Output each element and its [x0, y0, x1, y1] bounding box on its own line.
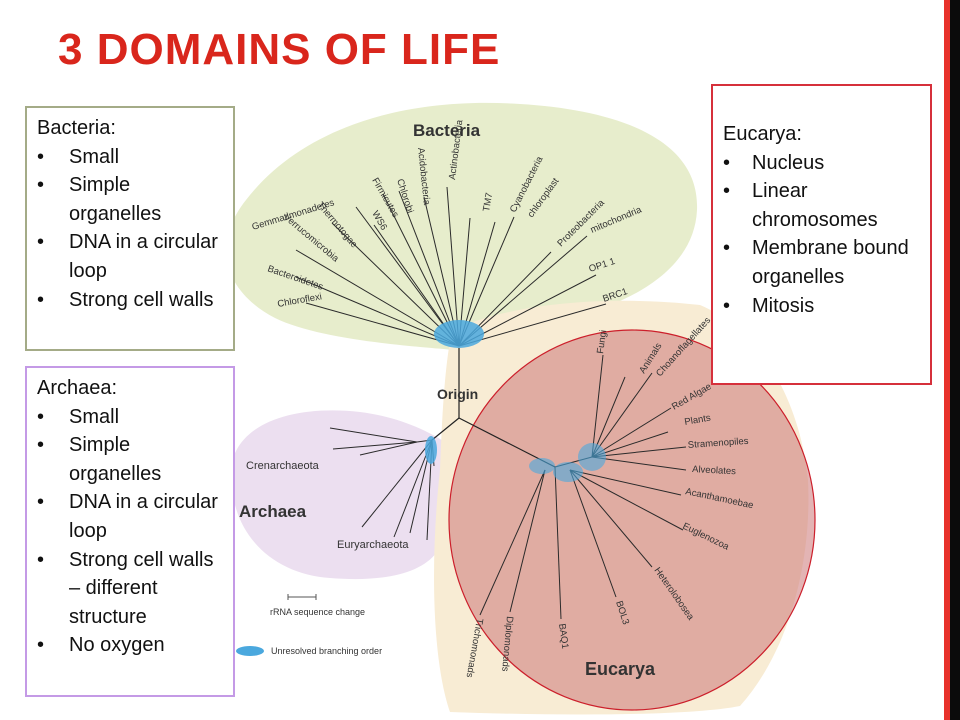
archaea-unresolved-node	[425, 436, 437, 464]
eucarya-highlight-circle	[448, 329, 816, 711]
eucarya-taxon-label: Alveolates	[692, 464, 737, 477]
eucarya-taxon-label: Diplomonads	[499, 616, 515, 672]
eucarya-traits-box: Eucarya: Nucleus Linear chromosomes Memb…	[711, 84, 932, 385]
archaea-traits-list: Small Simple organelles DNA in a circula…	[37, 403, 225, 660]
bacteria-trait-item: Strong cell walls	[37, 286, 225, 315]
bacteria-traits-heading: Bacteria:	[37, 117, 116, 139]
origin-label: Origin	[437, 386, 478, 402]
archaea-trait-item: DNA in a circular loop	[37, 488, 225, 545]
unresolved-legend-marker	[236, 646, 264, 656]
archaea-domain-title: Archaea	[239, 502, 307, 521]
bacteria-traits-box: Bacteria: Small Simple organelles DNA in…	[25, 106, 235, 351]
side-accent-bar-black	[950, 0, 960, 720]
eucarya-trait-item: Nucleus	[723, 149, 922, 178]
eucarya-trait-item: Mitosis	[723, 292, 922, 321]
archaea-trait-item: Simple organelles	[37, 431, 225, 488]
eucarya-taxon-label: BAQ1	[556, 623, 570, 650]
eucarya-traits-heading: Eucarya:	[723, 123, 802, 145]
archaea-taxon-label: Crenarchaeota	[246, 460, 320, 472]
archaea-taxon-label: Euryarchaeota	[337, 539, 409, 551]
eucarya-traits-list: Nucleus Linear chromosomes Membrane boun…	[723, 149, 922, 321]
slide-title: 3 DOMAINS OF LIFE	[58, 25, 501, 74]
bacteria-taxon-label: TM7	[481, 192, 495, 213]
eucarya-trait-item: Membrane bound organelles	[723, 234, 922, 291]
eucarya-taxon-label: Stramenopiles	[687, 436, 749, 451]
bacteria-region	[226, 102, 698, 351]
side-accent-bar-red	[944, 0, 950, 720]
archaea-trait-item: Strong cell walls – different structure	[37, 546, 225, 632]
bacteria-trait-item: Small	[37, 143, 225, 172]
unresolved-legend-label: Unresolved branching order	[271, 646, 382, 656]
archaea-trait-item: No oxygen	[37, 631, 225, 660]
archaea-region	[231, 410, 452, 580]
archaea-trait-item: Small	[37, 403, 225, 432]
bacteria-domain-title: Bacteria	[413, 121, 481, 140]
eucarya-taxon-label: Fungi	[595, 329, 609, 354]
eucarya-unresolved-node-3	[529, 458, 555, 474]
eucarya-unresolved-node-2	[553, 462, 583, 482]
bacteria-trait-item: DNA in a circular loop	[37, 228, 225, 285]
eucarya-trait-item: Linear chromosomes	[723, 177, 922, 234]
eucarya-unresolved-node-1	[578, 443, 606, 471]
scale-bar	[287, 594, 317, 600]
eucarya-domain-title: Eucarya	[585, 659, 656, 679]
scale-bar-label: rRNA sequence change	[270, 607, 365, 617]
bacteria-traits-list: Small Simple organelles DNA in a circula…	[37, 143, 225, 315]
archaea-traits-box: Archaea: Small Simple organelles DNA in …	[25, 366, 235, 697]
eucarya-taxon-label: Plants	[684, 412, 712, 427]
archaea-traits-heading: Archaea:	[37, 377, 118, 399]
bacteria-unresolved-node	[434, 320, 484, 348]
bacteria-trait-item: Simple organelles	[37, 171, 225, 228]
